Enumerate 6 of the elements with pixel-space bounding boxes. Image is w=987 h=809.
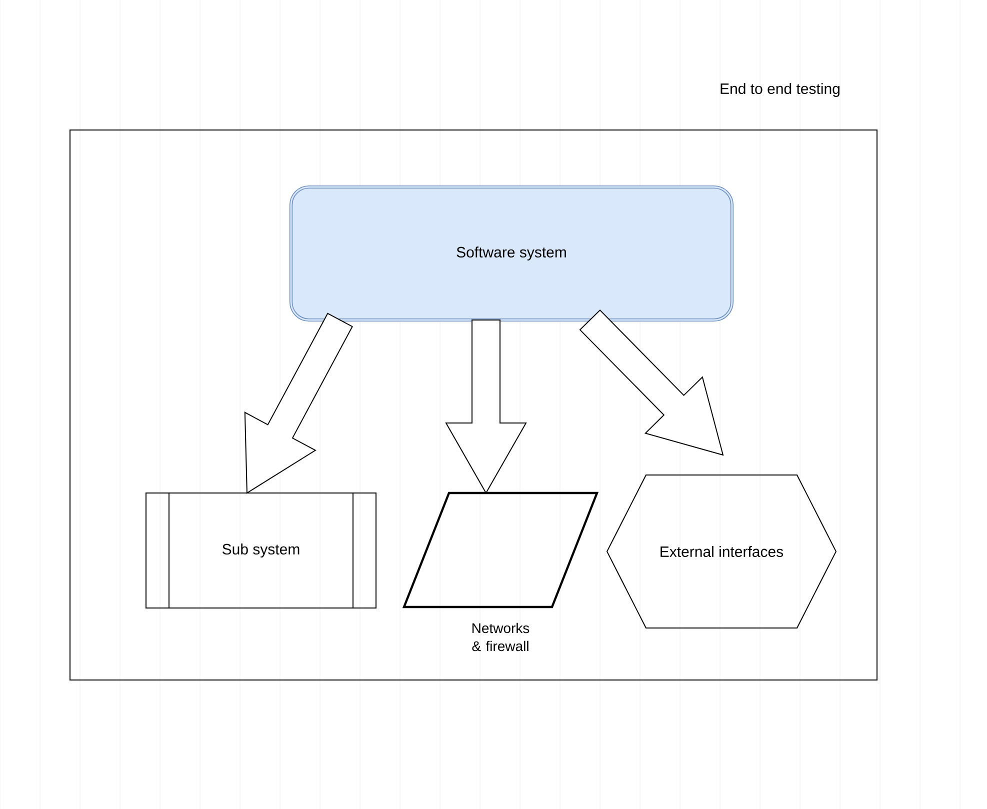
frame-heading: End to end testing [720,83,840,97]
block-arrow [445,320,527,494]
block-arrow [244,312,353,494]
shape-caption: Networks & firewall [472,622,530,652]
process-box: Software system [289,185,734,322]
subroutine-box: Sub system [146,492,376,608]
